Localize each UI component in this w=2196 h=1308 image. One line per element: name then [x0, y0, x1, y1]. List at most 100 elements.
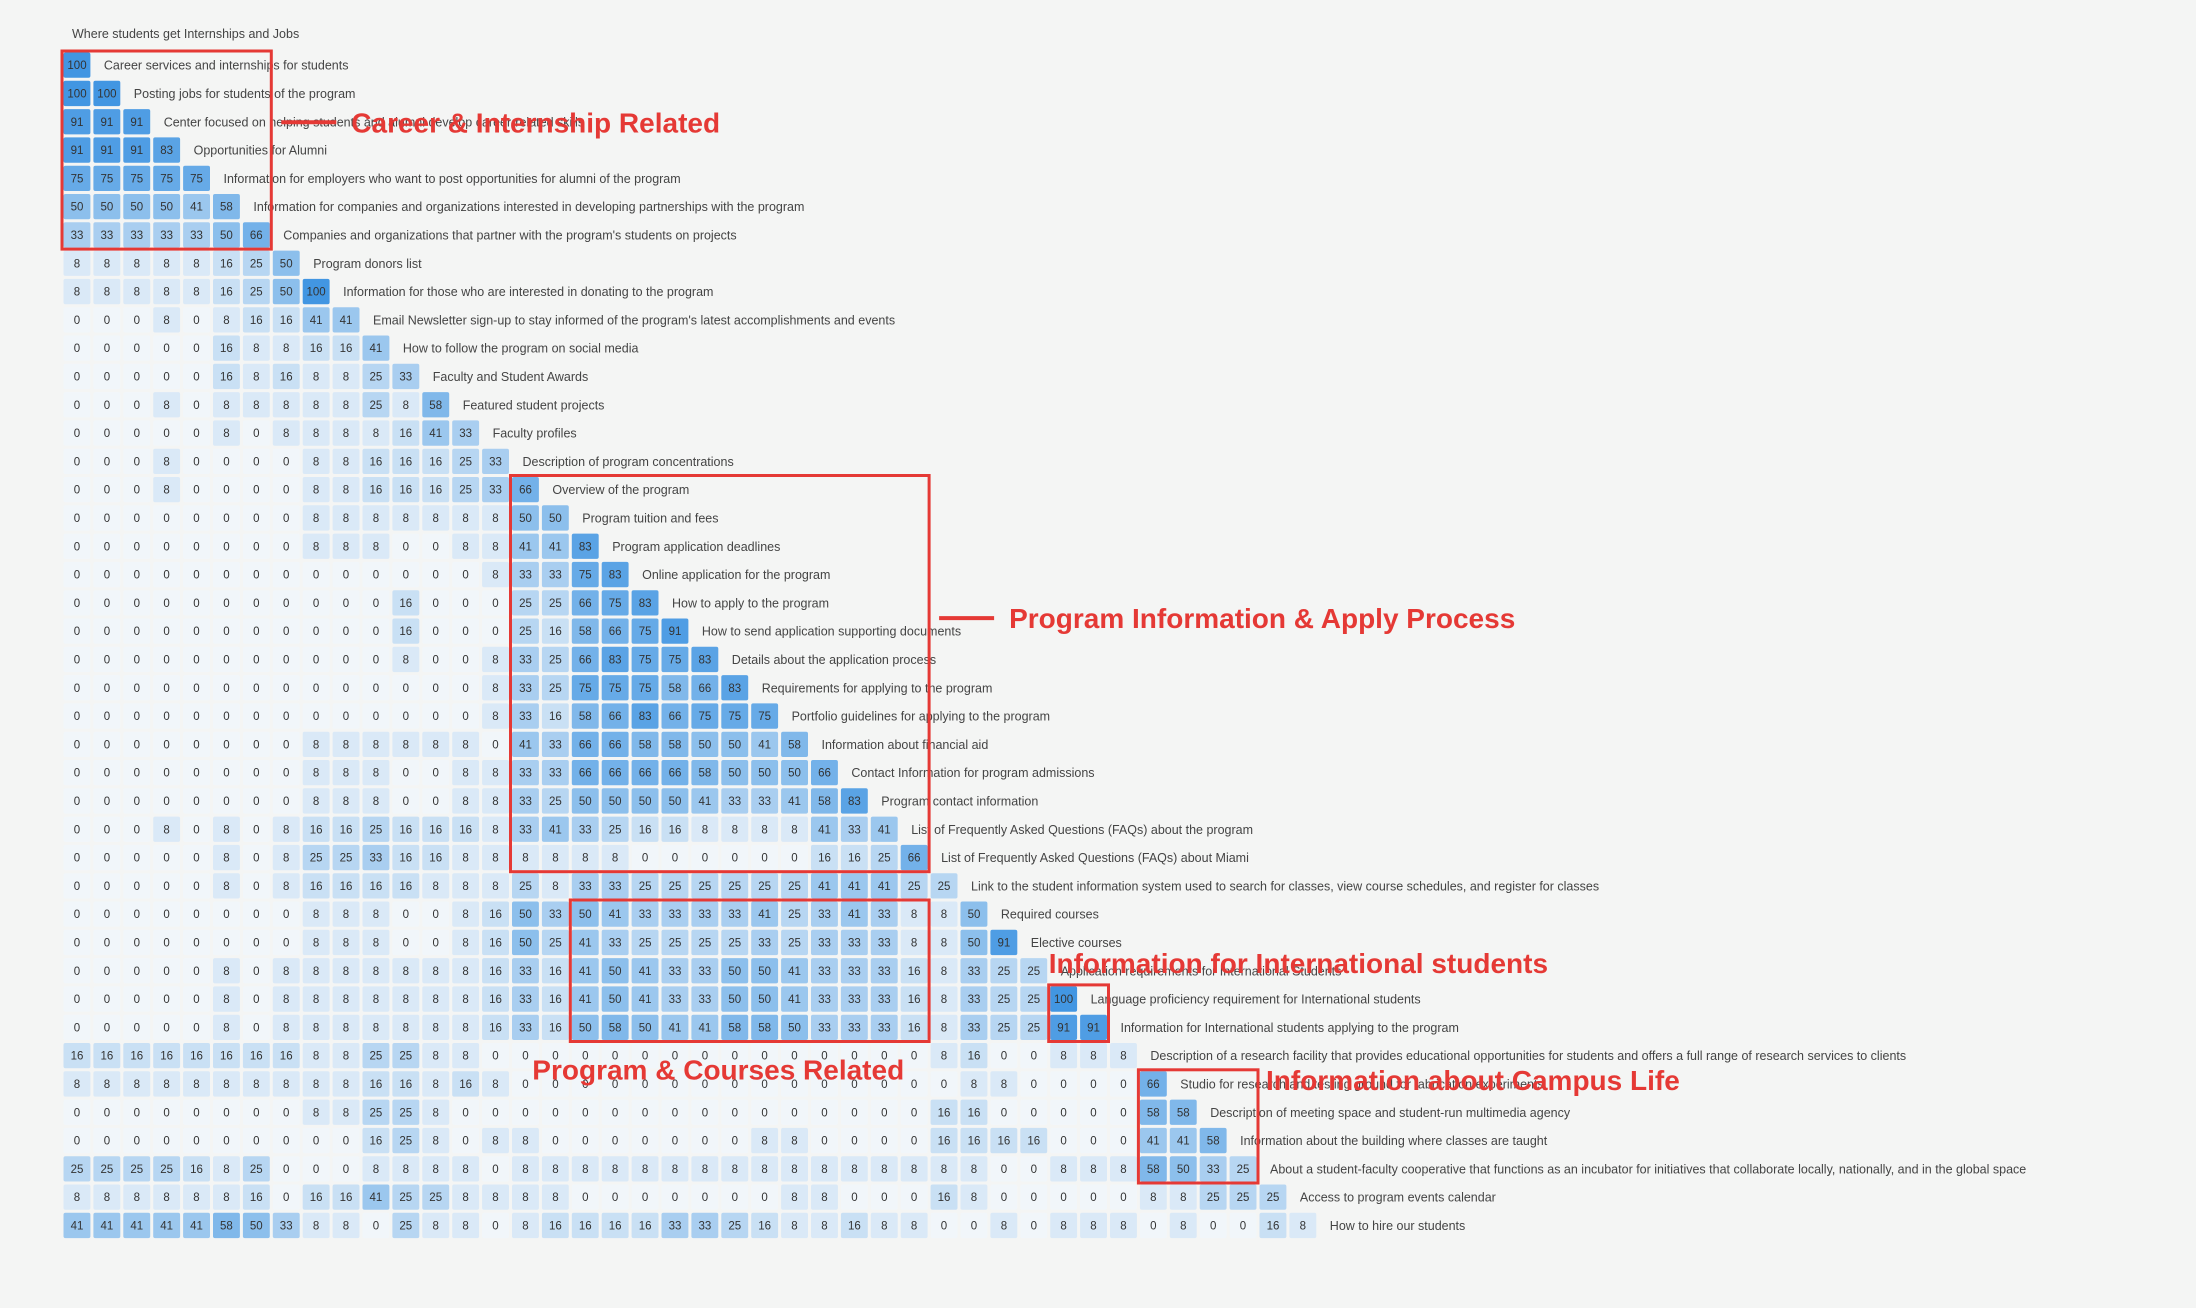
cell-value: 50: [71, 202, 84, 214]
cell-value: 16: [549, 1221, 562, 1233]
cell-value: 8: [313, 1107, 319, 1119]
heatmap-cell: [123, 250, 151, 276]
cell-value: 0: [193, 598, 199, 610]
cell-value: 0: [104, 570, 110, 582]
cell-value: 0: [134, 513, 140, 525]
cell-value: 8: [403, 739, 409, 751]
cell-value: 16: [489, 909, 502, 921]
cell-value: 25: [519, 881, 532, 893]
heatmap-cell: [272, 448, 300, 474]
cell-value: 8: [373, 739, 379, 751]
cell-value: 0: [193, 655, 199, 667]
cell-value: 0: [134, 739, 140, 751]
cell-value: 0: [851, 1192, 857, 1204]
cell-value: 0: [104, 598, 110, 610]
heatmap-cell: [123, 561, 151, 588]
heatmap-cell: [601, 760, 629, 786]
cell-value: 33: [579, 881, 592, 893]
heatmap-cell: [123, 222, 151, 248]
heatmap-cell: [302, 788, 330, 814]
heatmap-cell: [123, 618, 151, 644]
cell-value: 33: [579, 824, 592, 836]
cell-value: 8: [1001, 1221, 1007, 1233]
cell-value: 16: [370, 1079, 383, 1091]
cell-value: 25: [160, 1164, 173, 1176]
cell-value: 0: [283, 655, 289, 667]
cell-value: 8: [163, 1192, 169, 1204]
heatmap-cell: [452, 477, 480, 503]
cell-value: 50: [728, 966, 741, 978]
heatmap-cell: [153, 363, 181, 390]
cell-value: 0: [732, 1192, 738, 1204]
row-label: Faculty profiles: [493, 427, 577, 441]
cell-value: 0: [223, 570, 229, 582]
heatmap-cell: [183, 335, 210, 361]
group-label: Program & Courses Related: [532, 1055, 904, 1086]
cell-value: 75: [190, 173, 203, 185]
heatmap-cell: [272, 590, 300, 616]
cell-value: 33: [968, 994, 981, 1006]
cell-value: 75: [639, 655, 652, 667]
cell-value: 8: [134, 1079, 140, 1091]
heatmap-cell: [63, 760, 91, 786]
heatmap-cell: [392, 760, 420, 786]
heatmap-cell: [183, 505, 210, 531]
cell-value: 0: [74, 909, 80, 921]
cell-value: 8: [1060, 1221, 1066, 1233]
heatmap-cell: [332, 477, 360, 503]
heatmap-cell: [721, 760, 749, 786]
cell-value: 0: [163, 739, 169, 751]
heatmap-cell: [272, 731, 300, 757]
cell-value: 8: [582, 853, 588, 865]
cell-value: 16: [1027, 1136, 1040, 1148]
cell-value: 16: [399, 626, 412, 638]
cell-value: 41: [639, 994, 652, 1006]
heatmap-cell: [63, 165, 91, 191]
cell-value: 0: [223, 768, 229, 780]
heatmap-cell: [183, 760, 210, 786]
cell-value: 16: [160, 1051, 173, 1063]
cell-value: 0: [492, 1164, 498, 1176]
cell-value: 25: [728, 881, 741, 893]
cell-value: 0: [253, 626, 259, 638]
heatmap-cell: [63, 533, 91, 559]
cell-value: 0: [74, 853, 80, 865]
cell-value: 50: [101, 202, 114, 214]
heatmap-cell: [392, 448, 420, 474]
heatmap-cell: [571, 675, 599, 701]
cell-value: 50: [609, 796, 622, 808]
cell-value: 8: [462, 541, 468, 553]
cell-value: 25: [399, 1192, 412, 1204]
heatmap-cell: [242, 250, 270, 276]
cell-value: 0: [134, 683, 140, 695]
cell-value: 91: [1057, 1022, 1070, 1034]
cell-value: 8: [403, 994, 409, 1006]
cell-value: 0: [163, 428, 169, 440]
cell-value: 0: [253, 938, 259, 950]
cell-value: 0: [223, 456, 229, 468]
heatmap-cell: [183, 278, 210, 305]
heatmap-cell: [422, 760, 450, 786]
cell-value: 0: [74, 768, 80, 780]
heatmap-cell: [362, 533, 390, 559]
cell-value: 8: [432, 966, 438, 978]
cell-value: 58: [579, 626, 592, 638]
row-label: Access to program events calendar: [1300, 1191, 1496, 1205]
cell-value: 0: [343, 1164, 349, 1176]
cell-value: 0: [253, 796, 259, 808]
heatmap-cell: [213, 392, 240, 418]
cell-value: 0: [74, 938, 80, 950]
heatmap-cell: [302, 477, 330, 503]
cell-value: 0: [283, 598, 289, 610]
cell-value: 8: [193, 258, 199, 270]
cell-value: 0: [283, 711, 289, 723]
heatmap-cell: [63, 363, 91, 390]
cell-value: 8: [462, 1051, 468, 1063]
heatmap-cell: [302, 448, 330, 474]
cell-value: 33: [669, 994, 682, 1006]
cell-value: 8: [343, 1051, 349, 1063]
cell-value: 8: [223, 1164, 229, 1176]
cell-value: 41: [848, 881, 861, 893]
cell-value: 8: [313, 938, 319, 950]
cell-value: 8: [313, 1221, 319, 1233]
